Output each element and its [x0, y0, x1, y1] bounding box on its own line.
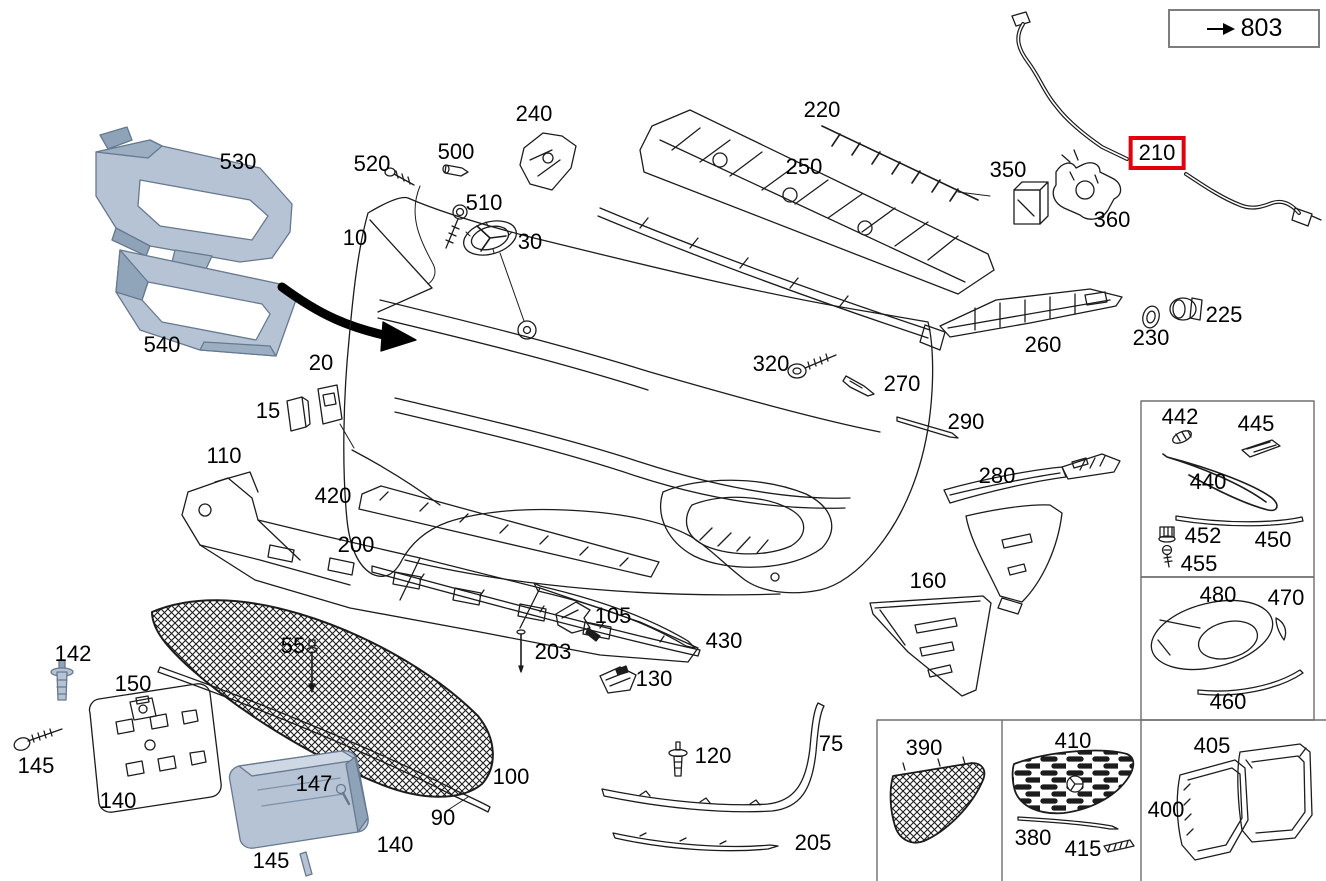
part-260-bracket: [939, 288, 1123, 338]
part-15-clip: [286, 396, 311, 432]
part-280-corner-bracket: [943, 453, 1121, 615]
part-55-screw: [306, 639, 318, 693]
part-105-bracket: [555, 601, 601, 642]
part-160-side-bracket: [869, 595, 992, 697]
part-540-air-duct-frame: [115, 249, 297, 357]
part-360-bracket: [1052, 149, 1122, 220]
part-350-sensor-module: [957, 181, 1049, 225]
part-440-trim: [1162, 453, 1278, 512]
part-30-star-emblem: [463, 220, 525, 322]
part-290-strip: [896, 416, 959, 439]
part-150-clip-nut: [129, 695, 157, 721]
part-250-crossmember: [639, 109, 995, 295]
inset-borders: [876, 400, 1326, 881]
part-203-pin: [516, 629, 526, 673]
part-210-washer-hose: [1011, 11, 1322, 227]
part-320-screw: [787, 353, 837, 379]
right-arrow-icon: [1206, 22, 1235, 35]
part-20-bracket: [317, 384, 355, 449]
part-480-inlet-ring: [1150, 599, 1274, 671]
part-420-reinforcement: [358, 485, 660, 578]
part-145-pin: [299, 851, 313, 877]
part-455-screw: [1161, 544, 1173, 568]
part-405-air-duct: [1176, 759, 1249, 861]
part-240-bracket: [519, 132, 577, 191]
part-230-retaining-ring: [1142, 305, 1160, 329]
part-205-trim-strip: [612, 832, 779, 852]
part-445-strip: [1241, 439, 1281, 458]
harness-line: [414, 185, 436, 285]
part-75-corner-trim: [601, 702, 825, 813]
part-140-license-bracket: [88, 683, 222, 813]
part-225-park-sensor: [1169, 297, 1203, 321]
part-390-mesh-insert: [889, 756, 986, 844]
reference-box: 803: [1168, 9, 1320, 48]
part-220-rivet-strip: [821, 125, 979, 202]
reference-number: 803: [1240, 14, 1283, 42]
part-120-rivet: [668, 741, 688, 777]
part-200-strip: [371, 565, 701, 657]
part-415-clip-strip: [1103, 839, 1135, 853]
part-460-trim-strip: [1197, 669, 1304, 696]
part-530-air-duct: [95, 126, 293, 270]
part-450-strip: [1175, 515, 1304, 527]
part-400-air-duct: [1237, 743, 1313, 843]
part-142-rivet: [50, 659, 74, 701]
direction-arrow: [277, 282, 417, 352]
part-430-trim-strip: [533, 582, 696, 649]
part-140-license-pad: [228, 750, 369, 849]
part-90-trim-strip: [157, 666, 491, 813]
part-147-screw: [335, 783, 351, 806]
part-520-screw: [384, 167, 415, 186]
part-442-clip: [1172, 430, 1192, 444]
part-250-lower-rail: [597, 207, 946, 351]
part-110-lower-carrier: [181, 471, 699, 663]
part-500-clip: [442, 164, 469, 177]
part-270-clip: [842, 375, 875, 397]
part-10-bumper-cover: [343, 196, 934, 596]
part-510-screw: [445, 204, 468, 249]
part-380-strip: [1017, 816, 1119, 830]
part-145-bolt: [13, 728, 63, 751]
part-130-bracket: [599, 665, 637, 694]
part-410-grille-insert: [1011, 749, 1135, 815]
part-452-grommet: [1158, 526, 1176, 543]
part-470-trim: [1275, 617, 1287, 641]
